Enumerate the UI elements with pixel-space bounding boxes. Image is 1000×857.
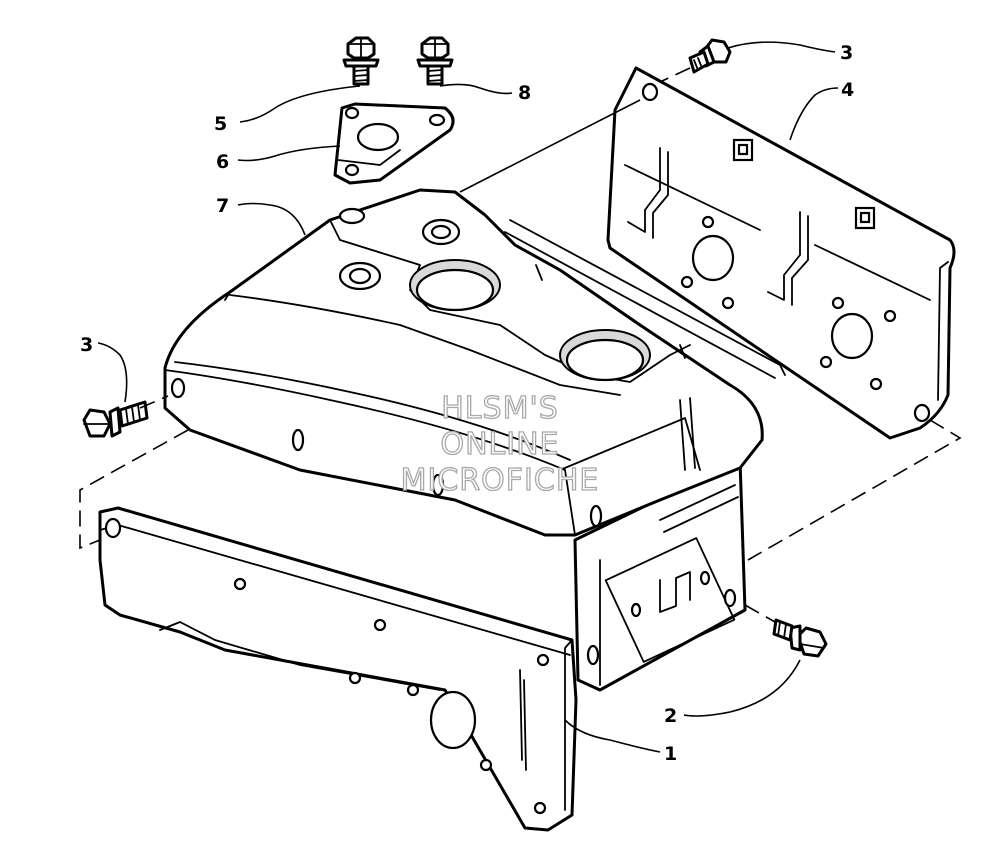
watermark-line-1: HLSM'S [441, 391, 559, 426]
side-bracket [573, 458, 747, 692]
bolt-8 [416, 36, 454, 86]
bolt-3-left [82, 400, 149, 438]
rear-mounting-plate [606, 66, 956, 440]
bolt-5 [342, 36, 380, 86]
alignment-lines [79, 67, 962, 623]
callout-3-left: 3 [80, 334, 93, 356]
bolt-2 [772, 618, 828, 658]
callout-2: 2 [664, 705, 677, 727]
bolt-3-top [688, 38, 732, 74]
watermark: HLSM'S ONLINE MICROFICHE [400, 390, 600, 498]
triangle-bracket [333, 102, 455, 185]
callout-5: 5 [214, 113, 227, 135]
watermark-line-2: ONLINE [440, 427, 559, 462]
watermark-line-3: MICROFICHE [401, 463, 600, 498]
callout-6: 6 [216, 151, 229, 173]
callout-4: 4 [841, 79, 854, 101]
callout-8: 8 [518, 82, 531, 104]
lower-bracket [98, 506, 578, 832]
callout-1: 1 [664, 743, 677, 765]
main-housing [163, 188, 786, 537]
callout-7: 7 [216, 195, 229, 217]
callout-3-top: 3 [840, 42, 853, 64]
leader-lines [97, 41, 839, 753]
